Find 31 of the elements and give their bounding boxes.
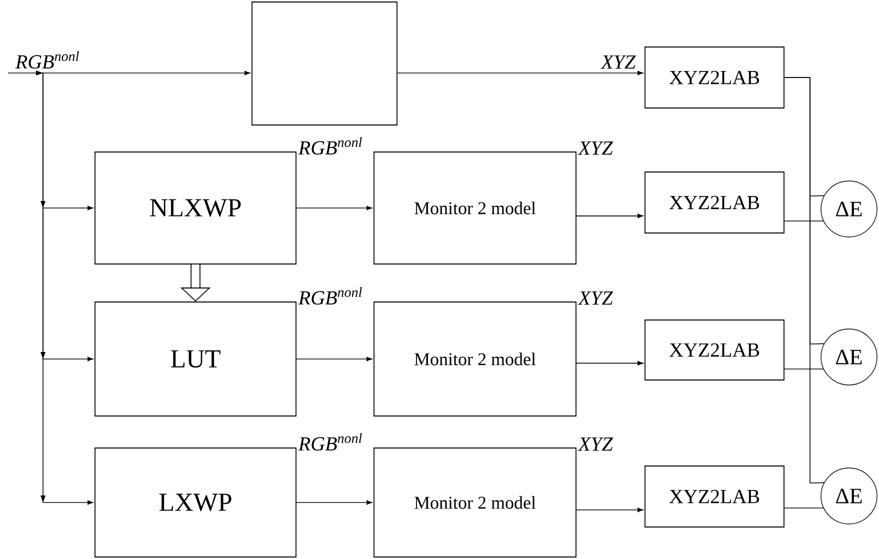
process-box: Monitor 2 model	[374, 302, 576, 416]
connector-line	[784, 77, 824, 484]
arrow	[40, 72, 94, 505]
edge-label: RGB$^{nonl}$	[298, 137, 362, 155]
connector-line	[784, 368, 824, 370]
process-box: Monitor 2 model	[374, 448, 576, 558]
process-box: XYZ2LAB	[644, 320, 784, 380]
edge-label: XYZ	[578, 142, 614, 155]
arrow	[296, 206, 372, 210]
arrow	[576, 360, 644, 366]
process-box: XYZ2LAB	[644, 46, 784, 108]
process-box: LUT	[94, 302, 296, 416]
connector-line	[784, 220, 824, 222]
edge-label: XYZ	[600, 56, 636, 69]
process-box: NLXWP	[94, 152, 296, 264]
process-box: XYZ2LAB	[644, 172, 784, 234]
process-box: XYZ2LAB	[644, 466, 784, 528]
edge-label: XYZ	[578, 292, 614, 305]
arrow	[397, 70, 644, 76]
device-box	[252, 2, 398, 126]
arrow	[296, 500, 372, 505]
edge-label: RGB$^{nonl}$	[15, 51, 79, 69]
edge-label: XYZ	[578, 438, 614, 451]
edge-label: RGB$^{nonl}$	[298, 287, 362, 305]
edge-label: RGB$^{nonl}$	[298, 433, 362, 451]
arrow	[576, 214, 644, 218]
process-box: LXWP	[94, 448, 296, 558]
arrow	[296, 356, 372, 362]
arrow	[8, 70, 250, 76]
process-box: Monitor 2 model	[374, 152, 576, 264]
arrow	[576, 508, 644, 512]
